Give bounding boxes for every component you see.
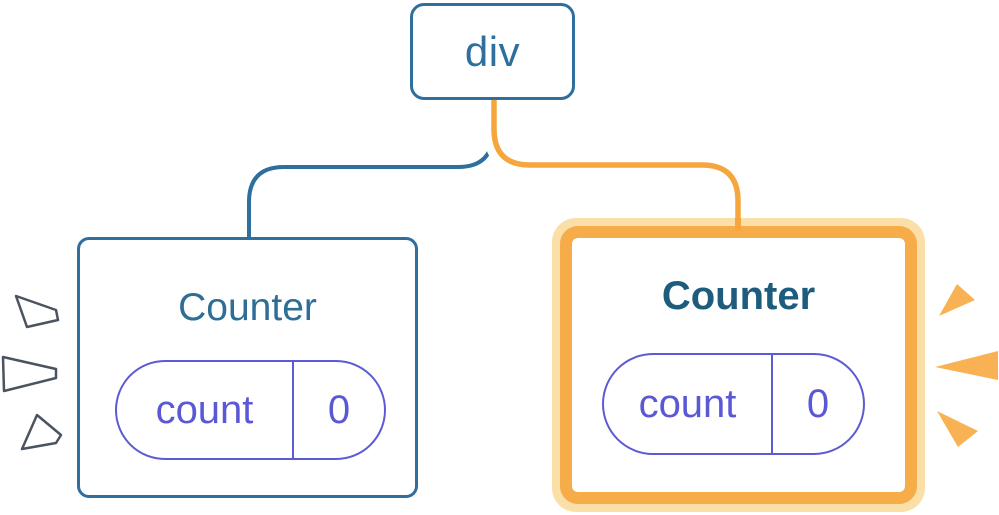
counter-card-left: Counter count 0: [77, 237, 418, 498]
state-key-label: count: [117, 362, 294, 458]
edge-div-to-right-counter-icon: [491, 100, 741, 224]
burst-wedge-icon: [14, 294, 60, 329]
state-pill: count 0: [115, 360, 386, 460]
left-flash-burst-icon: [1, 294, 63, 451]
edge-casing-icon: [483, 100, 749, 224]
burst-wedge-icon: [1, 355, 58, 393]
state-pill: count 0: [602, 353, 865, 455]
state-value: 0: [327, 387, 351, 432]
state-key-label: count: [604, 355, 773, 453]
right-flash-burst-icon: [935, 284, 998, 447]
tree-node-div: div: [410, 3, 575, 100]
burst-wedge-icon: [20, 413, 63, 451]
edge-div-to-left-counter-icon: [247, 100, 495, 240]
counter-title: Counter: [661, 274, 816, 318]
burst-wedge-icon: [935, 351, 998, 380]
tree-node-div-label: div: [464, 27, 521, 75]
burst-wedge-icon: [939, 284, 975, 316]
burst-wedge-icon: [937, 411, 978, 447]
counter-title: Counter: [178, 286, 317, 329]
counter-card-right: Counter count 0: [552, 218, 925, 512]
state-value: 0: [806, 381, 830, 426]
connector-stub-icon: [735, 218, 741, 231]
